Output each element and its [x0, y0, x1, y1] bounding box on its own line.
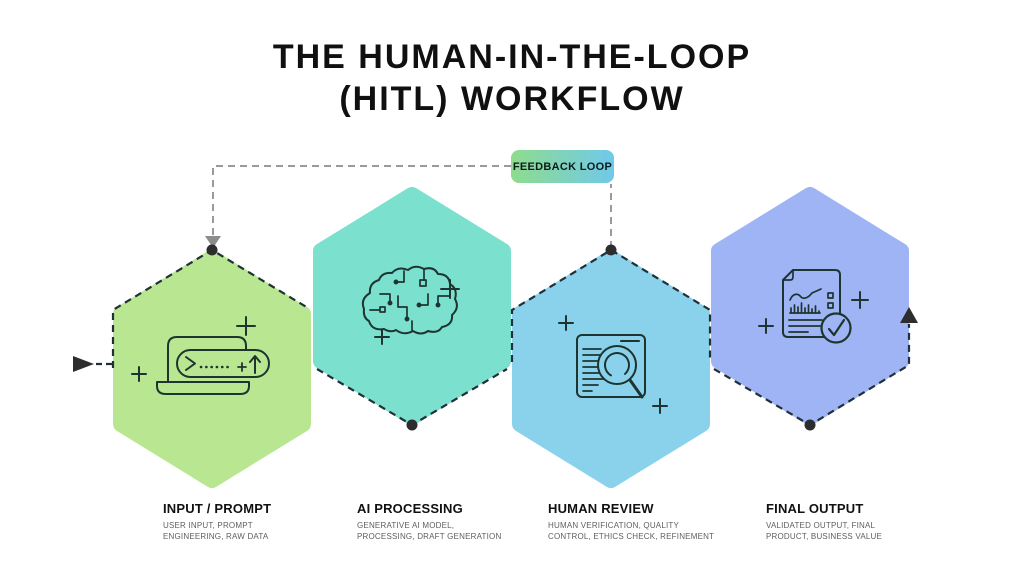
hexagon-shape — [711, 187, 909, 425]
brain-circuit-icon — [361, 265, 458, 335]
circuit-dot — [404, 316, 410, 322]
sparkle-icon — [758, 318, 774, 334]
dashed-edge-step1 — [111, 248, 309, 368]
check-mark — [827, 318, 846, 337]
report-text-lines — [788, 319, 823, 333]
prompt-up-arrow — [249, 355, 261, 374]
step-title: FINAL OUTPUT — [766, 501, 864, 516]
report-bullet-square — [827, 302, 834, 309]
connector-dot — [605, 244, 617, 256]
magnifier-handle — [628, 378, 644, 399]
report-checkmark-icon — [782, 269, 852, 344]
connector-dot — [406, 419, 418, 431]
circuit-dot — [435, 302, 441, 308]
step-caption-final-output: FINAL OUTPUT VALIDATED OUTPUT, FINAL PRO… — [766, 501, 882, 542]
laptop-base — [156, 381, 250, 395]
circuit-line — [419, 293, 429, 306]
prompt-pill — [176, 349, 270, 378]
step-hexagon-ai-processing — [313, 187, 511, 425]
prompt-plus — [237, 362, 247, 372]
sparkle-icon — [558, 315, 574, 331]
step-title: HUMAN REVIEW — [548, 501, 654, 516]
report-bullet-square — [827, 292, 834, 299]
step-description-line: USER INPUT, PROMPT — [163, 521, 253, 530]
step-caption-human-review: HUMAN REVIEW HUMAN VERIFICATION, QUALITY… — [548, 501, 714, 542]
step-description-line: PROCESSING, DRAFT GENERATION — [357, 532, 502, 541]
dashed-edge-step3 — [510, 248, 712, 362]
circuit-line — [379, 293, 391, 303]
report-bar-chart — [789, 302, 821, 314]
brain-circuits — [369, 269, 450, 331]
hexagon-shape — [313, 187, 511, 425]
document-magnifier-icon — [576, 334, 646, 399]
magnifier-lens — [597, 345, 637, 385]
circuit-node — [419, 279, 427, 287]
flow-end-arrow-icon — [900, 307, 918, 323]
step-description-line: CONTROL, ETHICS CHECK, REFINEMENT — [548, 532, 715, 541]
dashed-edge-step4 — [713, 324, 911, 427]
step-caption-input-prompt: INPUT / PROMPT USER INPUT, PROMPT ENGINE… — [163, 501, 271, 542]
brain-outline — [361, 265, 458, 335]
circuit-line — [395, 270, 405, 283]
document-outline — [576, 334, 646, 398]
connector-dot — [206, 244, 218, 256]
title-line-1: THE HUMAN-IN-THE-LOOP — [272, 38, 752, 76]
title-line-2: (HITL) WORKFLOW — [339, 80, 685, 118]
feedback-arrow-down-icon — [205, 236, 221, 248]
step-description-line: GENERATIVE AI MODEL, — [357, 521, 455, 530]
flow-start-arrow-icon — [73, 356, 94, 372]
step-description-line: PRODUCT, BUSINESS VALUE — [766, 532, 883, 541]
circuit-dot — [387, 300, 393, 306]
step-title: INPUT / PROMPT — [163, 501, 272, 516]
step-hexagon-final-output — [711, 187, 909, 425]
circuit-line — [397, 295, 408, 319]
laptop-screen — [167, 336, 247, 385]
step-caption-ai-processing: AI PROCESSING GENERATIVE AI MODEL, PROCE… — [357, 501, 501, 542]
sparkle-icon — [851, 291, 869, 309]
connector-dot — [804, 419, 816, 431]
check-circle — [820, 312, 852, 344]
feedback-line-return — [212, 165, 511, 236]
sparkles — [131, 279, 869, 414]
report-fold — [782, 269, 794, 281]
sparkle-icon — [652, 398, 668, 414]
sparkle-icon — [374, 329, 390, 345]
circuit-dot — [416, 302, 422, 308]
circuit-line — [437, 295, 450, 305]
circuit-dot — [393, 279, 399, 285]
circuit-node — [379, 306, 386, 313]
page-title: THE HUMAN-IN-THE-LOOP (HITL) WORKFLOW — [0, 36, 1024, 120]
step-title: AI PROCESSING — [357, 501, 463, 516]
magnifier-inner-arc — [604, 352, 630, 378]
step-description-line: HUMAN VERIFICATION, QUALITY — [548, 521, 680, 530]
sparkle-icon — [236, 316, 256, 336]
step-description-line: VALIDATED OUTPUT, FINAL — [766, 521, 876, 530]
sparkle-icon — [131, 366, 147, 382]
feedback-loop-path — [212, 165, 612, 248]
feedback-loop-label: FEEDBACK LOOP — [511, 150, 614, 183]
prompt-chevron — [185, 356, 196, 371]
laptop-prompt-icon — [156, 336, 270, 395]
step-description-line: ENGINEERING, RAW DATA — [163, 532, 269, 541]
report-line-chart — [789, 288, 822, 301]
